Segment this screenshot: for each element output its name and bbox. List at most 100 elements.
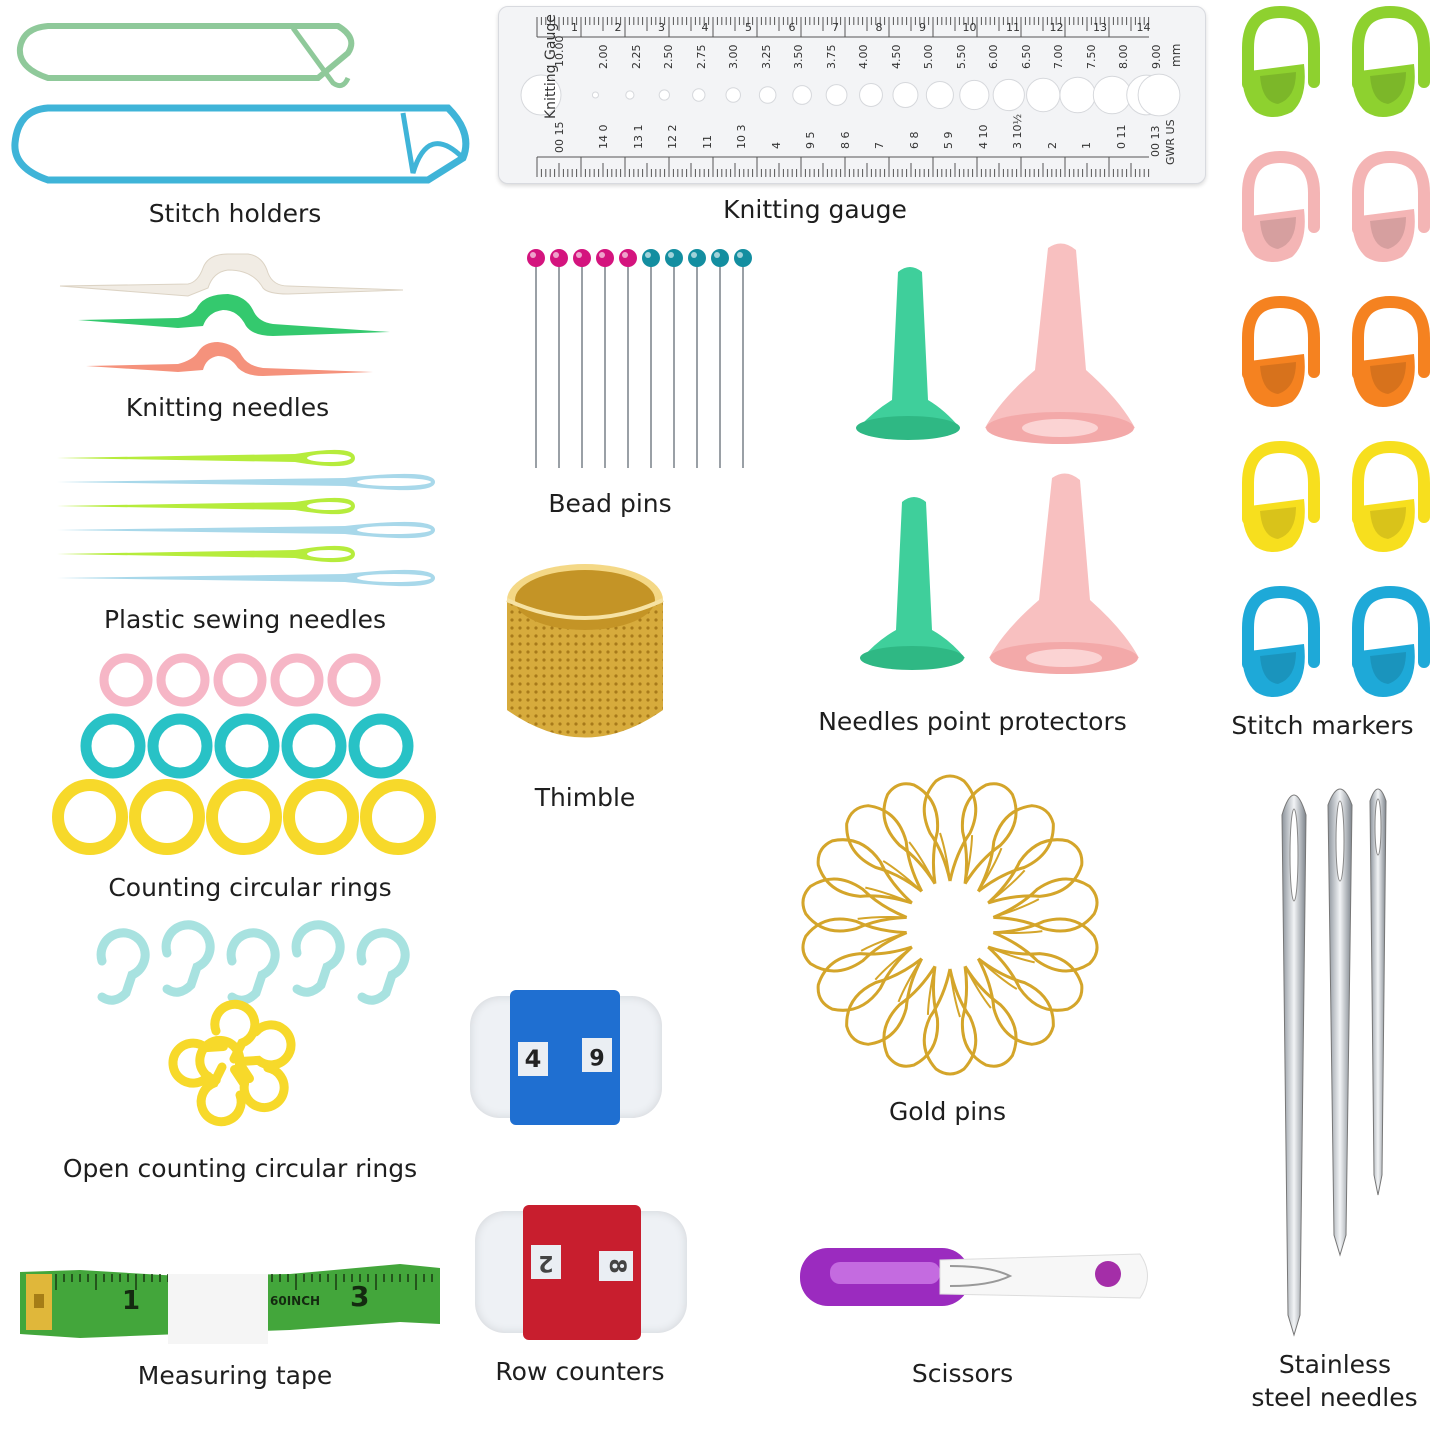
- gauge-mm-size: 4.00: [857, 44, 870, 70]
- gauge-ruler-number: 1: [571, 21, 578, 34]
- counting-ring-pink: [99, 653, 153, 707]
- stainless-steel-needles-label-2: steel needles: [1251, 1383, 1418, 1412]
- protector-pink-bottom: [989, 473, 1139, 674]
- stitch-markers-label: Stitch markers: [1231, 711, 1414, 740]
- gold-pin: [882, 782, 940, 885]
- row-counter-blue-digit-left: 4: [518, 1042, 548, 1076]
- open-ring-yellow: [168, 1038, 228, 1088]
- counting-ring-pink: [270, 653, 324, 707]
- counting-ring-teal: [348, 713, 414, 779]
- gauge-mm-size: 5.00: [922, 44, 935, 70]
- gauge-mm-size: 8.00: [1117, 44, 1130, 70]
- gauge-mm-size: 7.50: [1084, 44, 1098, 70]
- gauge-ruler-number: 10: [962, 21, 977, 34]
- plastic-sewing-needles-image: [57, 449, 435, 587]
- gold-pin: [992, 917, 1099, 973]
- stitch-marker: [1352, 5, 1430, 117]
- gauge-mm-size: 5.50: [954, 44, 968, 70]
- needle-point-protectors-image: [856, 243, 1139, 674]
- knitting-needles-label: Knitting needles: [125, 393, 330, 422]
- gauge-mm-size: 2.00: [597, 44, 610, 70]
- counting-ring-yellow: [129, 779, 205, 855]
- gauge-mm-size: 4.50: [889, 44, 903, 70]
- gauge-side-bottom-1: 00 13: [1149, 125, 1162, 158]
- protector-green-top: [856, 267, 960, 440]
- gauge-mm-size: 2.50: [662, 44, 675, 70]
- gauge-unit: mm: [1169, 43, 1183, 67]
- bead-pin-head: [711, 249, 729, 267]
- gauge-us-size: 5 9: [942, 131, 955, 150]
- tape-mark-1: 1: [122, 1286, 141, 1316]
- counting-ring-teal: [281, 713, 347, 779]
- stitch-markers-image: [1242, 5, 1430, 697]
- open-ring-mint: [226, 928, 280, 1005]
- thimble-label: Thimble: [534, 783, 636, 812]
- gauge-us-size: 4 10: [976, 124, 990, 150]
- gold-pins-label: Gold pins: [888, 1097, 1007, 1126]
- bead-pin-head: [573, 249, 591, 267]
- gauge-mm-size: 6.00: [987, 44, 1000, 70]
- gauge-us-size: 9 5: [804, 131, 817, 150]
- counting-rings-label: Counting circular rings: [108, 873, 392, 902]
- row-counter-blue: 4 6: [470, 990, 662, 1125]
- gauge-mm-size: 9.00: [1149, 44, 1163, 70]
- bead-pin-head: [596, 249, 614, 267]
- measuring-tape-label: Measuring tape: [137, 1361, 333, 1390]
- bead-pin-head: [665, 249, 683, 267]
- gold-pin: [922, 774, 978, 882]
- gold-pin: [801, 917, 908, 973]
- open-counting-rings-label: Open counting circular rings: [62, 1154, 418, 1183]
- stitch-holders-image: [11, 23, 470, 184]
- open-ring-mint: [291, 920, 345, 997]
- open-ring-yellow: [196, 1062, 246, 1127]
- gauge-mm-size: 3.25: [759, 44, 773, 70]
- gold-pin: [987, 945, 1084, 1012]
- counting-ring-teal: [80, 713, 146, 779]
- gold-pin: [845, 804, 924, 893]
- gold-pin: [987, 838, 1084, 905]
- gauge-us-size: 4: [769, 142, 783, 149]
- gauge-us-size: 14 0: [597, 124, 610, 150]
- gauge-ruler-number: 6: [788, 21, 796, 34]
- bead-pin-head: [619, 249, 637, 267]
- counting-ring-pink: [156, 653, 210, 707]
- stitch-marker: [1352, 440, 1430, 552]
- counting-rings-image: [52, 653, 436, 855]
- gold-pins-image: [801, 774, 1099, 1076]
- counting-ring-yellow: [360, 779, 436, 855]
- counting-ring-yellow: [52, 779, 128, 855]
- gold-pin: [801, 877, 908, 933]
- gauge-mm-size: 3.00: [727, 44, 740, 70]
- gauge-mm-size: 6.50: [1019, 44, 1033, 70]
- gauge-side-bottom-2: GWR US: [1164, 119, 1177, 165]
- gold-pin: [960, 965, 1018, 1068]
- stitch-marker: [1242, 150, 1320, 262]
- gauge-mm-size: 10.00: [553, 35, 566, 68]
- stitch-marker: [1352, 150, 1430, 262]
- plastic-needle: [57, 449, 355, 467]
- gauge-ruler-number: 3: [658, 21, 665, 34]
- plastic-needle: [57, 497, 355, 515]
- stitch-marker: [1242, 295, 1320, 407]
- stainless-steel-needles-image: [1281, 788, 1387, 1337]
- tape-body: [20, 1264, 440, 1344]
- stitch-marker: [1352, 295, 1430, 407]
- scissors-label: Scissors: [911, 1359, 1014, 1388]
- measuring-tape: 1 60INCH 3: [20, 1262, 440, 1344]
- gauge-us-size: 0 11: [1114, 124, 1128, 150]
- gold-pin: [845, 957, 924, 1046]
- gauge-mm-size: 3.75: [824, 44, 838, 70]
- stitch-marker: [1242, 440, 1320, 552]
- open-ring-mint: [161, 920, 215, 997]
- stainless-steel-needles-label-1: Stainless: [1278, 1350, 1392, 1379]
- open-ring-mint: [356, 928, 410, 1005]
- bead-pin-head: [642, 249, 660, 267]
- row-counter-red: 2 8: [475, 1205, 687, 1340]
- scissors-image: [800, 1248, 1148, 1306]
- needle-point-protectors-label: Needles point protectors: [818, 707, 1127, 736]
- gauge-ruler-number: 2: [614, 21, 622, 34]
- gauge-us-size: 8 6: [838, 131, 852, 150]
- plastic-needle: [57, 569, 435, 587]
- gauge-ruler-number: 11: [1006, 21, 1020, 34]
